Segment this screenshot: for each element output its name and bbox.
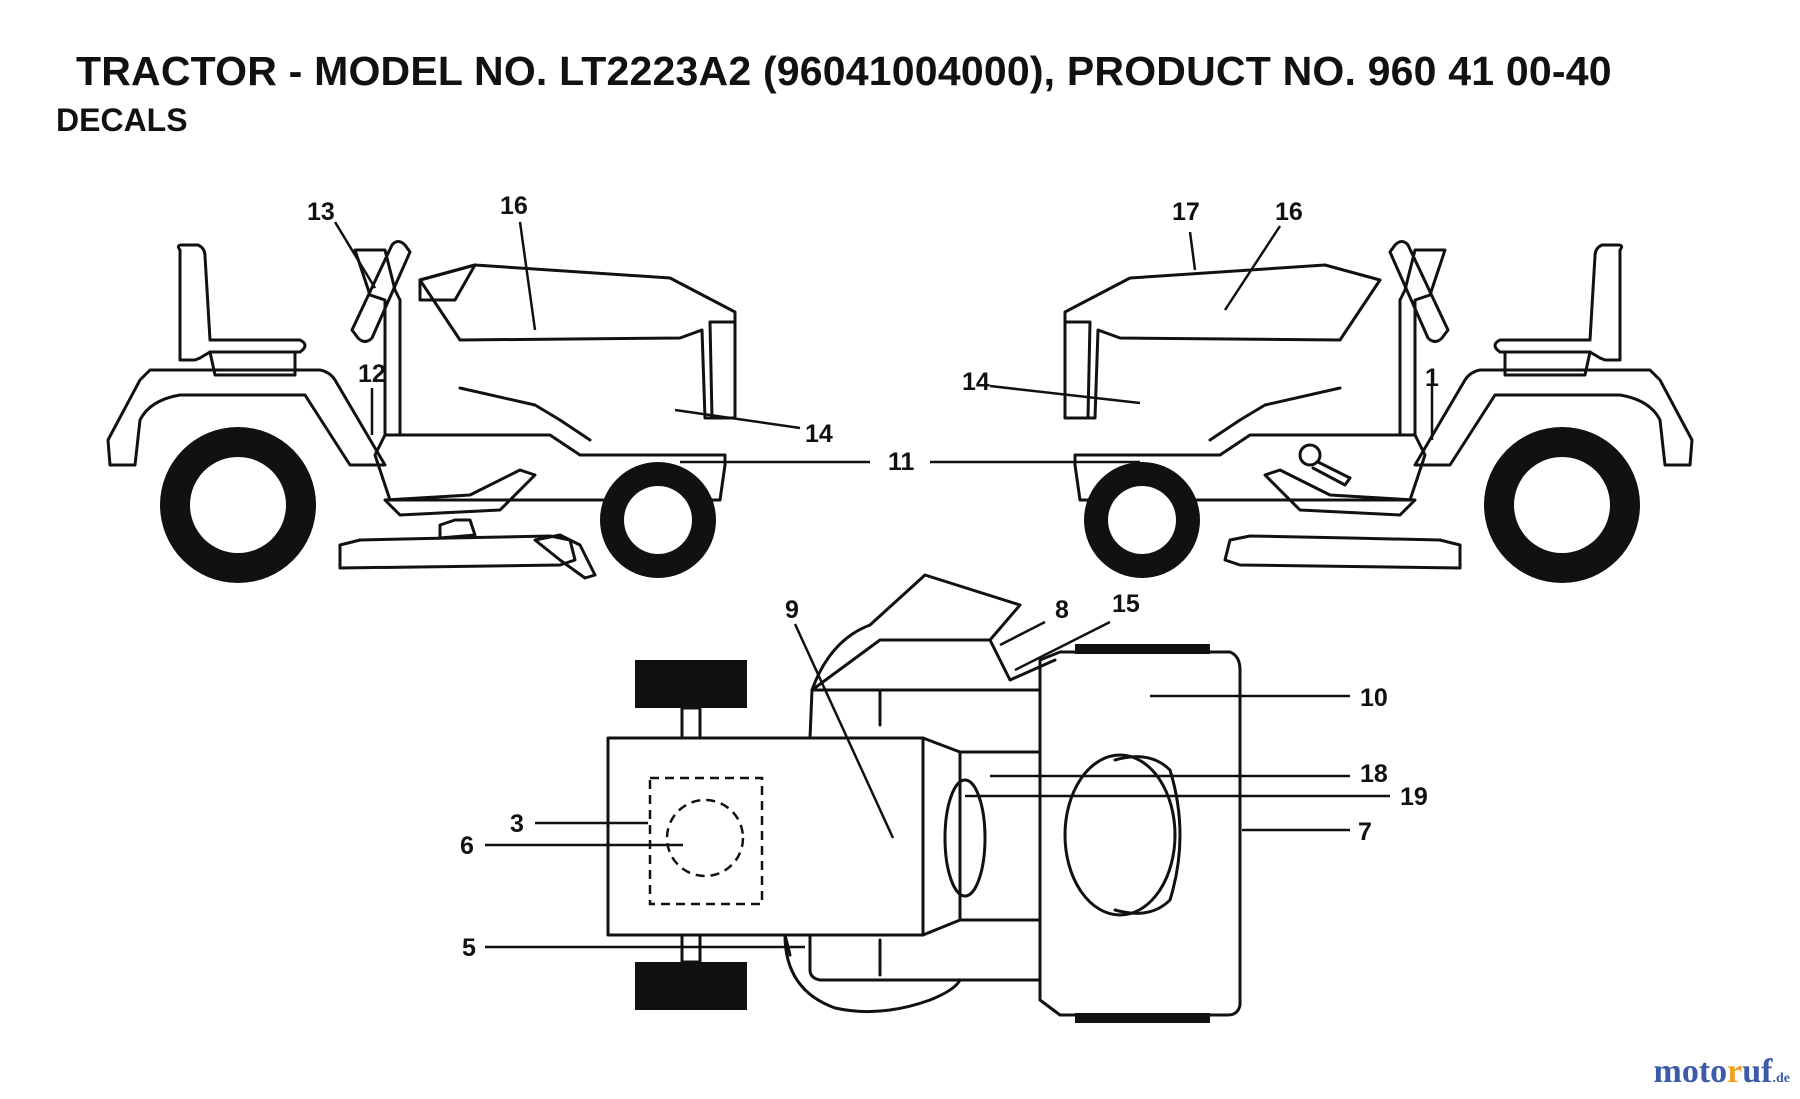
leader-lines <box>333 221 1434 949</box>
callout-left-11: 11 <box>888 448 915 476</box>
tractor-top-view <box>606 573 1242 1023</box>
callout-top-7: 7 <box>1358 818 1372 846</box>
callout-top-15: 15 <box>1112 590 1140 618</box>
callout-right-16: 16 <box>1275 198 1303 226</box>
callout-top-6: 6 <box>460 832 474 860</box>
callout-left-12: 12 <box>358 360 386 388</box>
callout-top-19: 19 <box>1400 783 1428 811</box>
callout-right-14: 14 <box>962 368 990 396</box>
tractor-left-side-view <box>106 240 737 583</box>
callout-left-13: 13 <box>307 198 335 226</box>
callout-numbers: 13 16 12 14 11 17 16 14 1 9 8 15 10 18 1… <box>307 192 1439 962</box>
callout-left-14: 14 <box>805 420 833 448</box>
callout-top-9: 9 <box>785 596 799 624</box>
callout-top-3: 3 <box>510 810 524 838</box>
callout-top-18: 18 <box>1360 760 1388 788</box>
motoruf-watermark-logo: motoruf.de <box>1653 1053 1790 1090</box>
callout-right-17: 17 <box>1172 198 1200 226</box>
callout-top-8: 8 <box>1055 596 1069 624</box>
page-title: TRACTOR - MODEL NO. LT2223A2 (9604100400… <box>76 48 1612 94</box>
page-subtitle: DECALS <box>56 102 188 138</box>
callout-right-1: 1 <box>1425 364 1439 392</box>
tractor-right-side-view <box>1063 240 1694 583</box>
callout-top-5: 5 <box>462 934 476 962</box>
callout-left-16: 16 <box>500 192 528 220</box>
callout-top-10: 10 <box>1360 684 1388 712</box>
